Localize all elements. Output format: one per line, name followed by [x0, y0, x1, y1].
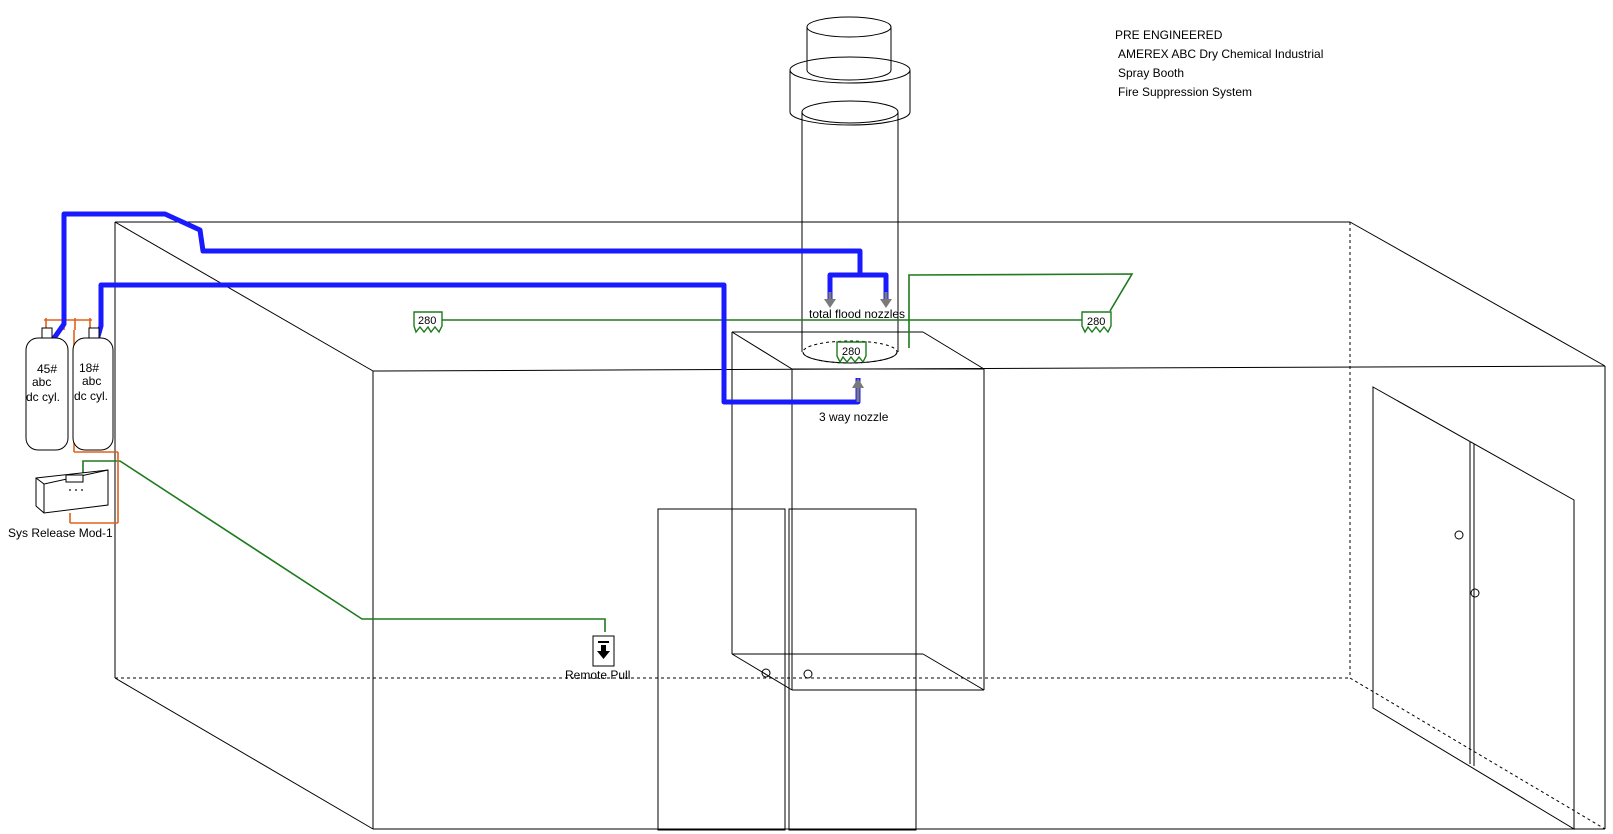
cylinder-18lb-weight: 18# [79, 361, 99, 375]
remote-pull-label: Remote Pull [565, 668, 630, 682]
front-doors [657, 508, 917, 831]
plenum-box [731, 331, 985, 691]
side-door [1372, 386, 1575, 830]
cylinder-18lb: 18# abc dc cyl. [72, 327, 114, 451]
total-flood-nozzle-left [824, 292, 836, 308]
title-line-4: Fire Suppression System [1118, 85, 1253, 99]
cylinder-18lb-agent: abc [82, 374, 101, 388]
detector-center-rating: 280 [842, 346, 860, 358]
cylinder-45lb-type: dc cyl. [26, 390, 60, 404]
cylinder-45lb-weight: 45# [37, 362, 57, 376]
booth-outline [114, 221, 1606, 830]
cylinder-45lb-agent: abc [32, 375, 51, 389]
title-line-2: AMEREX ABC Dry Chemical Industrial [1118, 47, 1324, 61]
detector-left: 280 [413, 311, 443, 334]
cylinder-45lb: 45# abc dc cyl. [25, 327, 69, 451]
remote-pull-station: Remote Pull [565, 635, 630, 682]
detector-center: 280 [836, 341, 867, 364]
release-module-label: Sys Release Mod-1 [8, 526, 113, 540]
system-release-module: Sys Release Mod-1 [8, 469, 113, 540]
three-way-nozzle [852, 378, 864, 402]
detection-lines [82, 273, 1134, 632]
three-way-nozzle-label: 3 way nozzle [819, 410, 889, 424]
exhaust-stack [789, 16, 911, 364]
detector-right: 280 [1081, 311, 1112, 334]
title-line-3: Spray Booth [1118, 66, 1185, 80]
total-flood-nozzles-label: total flood nozzles [809, 307, 905, 321]
title-block: PRE ENGINEERED AMEREX ABC Dry Chemical I… [1115, 26, 1324, 102]
total-flood-nozzle-right [880, 292, 892, 308]
discharge-piping [49, 211, 889, 405]
detector-left-rating: 280 [418, 315, 436, 327]
detector-right-rating: 280 [1087, 316, 1105, 328]
title-line-1: PRE ENGINEERED [1115, 28, 1223, 42]
cylinder-18lb-type: dc cyl. [74, 389, 108, 403]
